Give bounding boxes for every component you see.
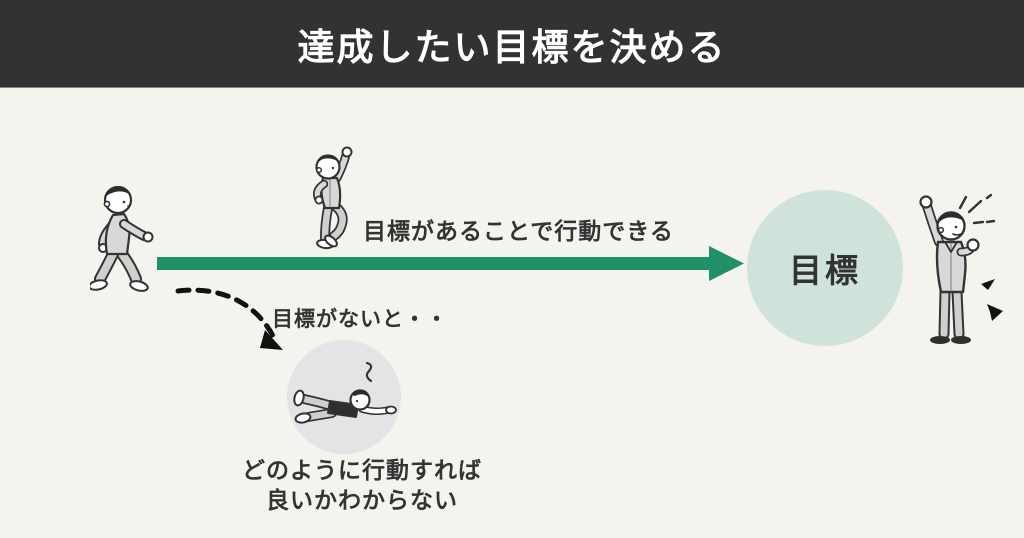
without-goal-label: 目標がないと・・	[272, 308, 448, 331]
goal-circle: 目標	[747, 190, 903, 346]
walking-person-illustration	[90, 185, 154, 292]
green-right-arrow-icon	[157, 246, 744, 281]
diagram-canvas: 目標 目標があることで行動できる 目標がないと・・ どのように行動すれば 良いか…	[0, 88, 1024, 538]
confusion-label-line1: どのように行動すれば	[242, 457, 482, 483]
excited-person-illustration	[313, 146, 353, 250]
celebrating-person-illustration	[919, 193, 1003, 344]
goal-circle-label: 目標	[789, 252, 861, 289]
lying-person-illustration	[293, 361, 397, 424]
confusion-label-line2: 良いかわからない	[266, 487, 458, 514]
with-goal-label: 目標があることで行動できる	[363, 218, 674, 244]
title-bar: 達成したい目標を決める	[0, 0, 1024, 88]
dashed-curved-arrow-icon	[175, 287, 283, 350]
confusion-label: どのように行動すれば 良いかわからない	[212, 455, 512, 516]
page-title: 達成したい目標を決める	[297, 26, 727, 68]
